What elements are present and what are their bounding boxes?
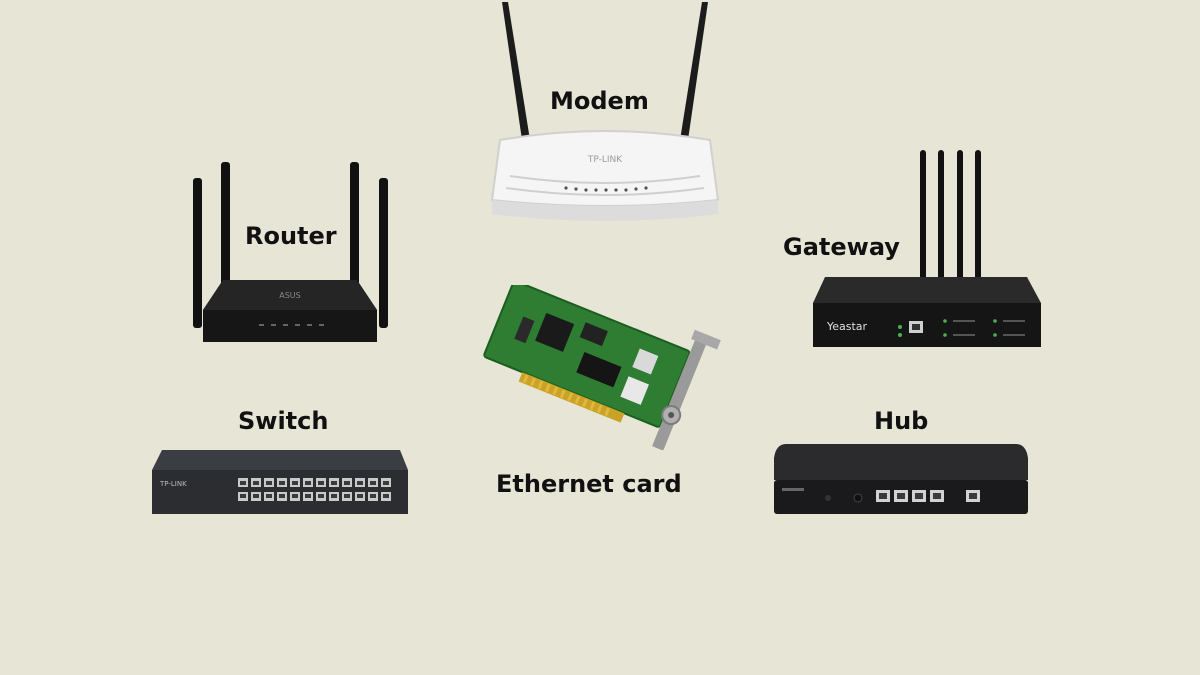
label-gateway: Gateway <box>783 233 900 261</box>
wireless-modem-icon: TP-LINK <box>480 0 730 235</box>
label-hub: Hub <box>874 407 929 435</box>
label-switch: Switch <box>238 407 329 435</box>
wireless-router-icon: ASUS <box>185 160 395 350</box>
gateway-brand: Yeastar <box>826 320 868 333</box>
router-brand: ASUS <box>279 291 300 300</box>
label-ethernet-card: Ethernet card <box>496 470 682 498</box>
network-switch-icon: TP-LINK <box>150 448 410 516</box>
network-hub-icon <box>772 440 1030 516</box>
label-modem: Modem <box>550 87 649 115</box>
gateway-icon: Yeastar <box>805 145 1045 350</box>
modem-brand: TP-LINK <box>587 155 623 165</box>
ethernet-card-icon <box>470 285 730 450</box>
switch-brand: TP-LINK <box>159 480 187 488</box>
label-router: Router <box>245 222 337 250</box>
